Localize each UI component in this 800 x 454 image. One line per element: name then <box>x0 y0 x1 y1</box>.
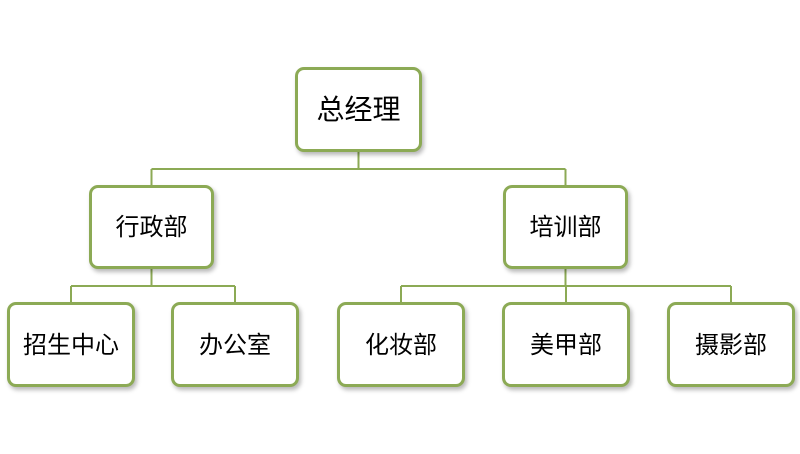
node-label: 摄影部 <box>695 330 767 359</box>
node-enrollment-center: 招生中心 <box>7 302 135 387</box>
node-label: 办公室 <box>199 330 271 359</box>
node-training-department: 培训部 <box>503 185 628 269</box>
node-photography-department: 摄影部 <box>667 302 795 387</box>
node-general-manager: 总经理 <box>295 67 422 152</box>
node-nail-department: 美甲部 <box>502 302 630 387</box>
node-label: 化妆部 <box>365 330 437 359</box>
node-label: 招生中心 <box>23 330 119 359</box>
node-label: 总经理 <box>316 93 401 126</box>
node-office: 办公室 <box>171 302 299 387</box>
node-label: 培训部 <box>529 213 602 241</box>
node-admin-department: 行政部 <box>89 185 214 269</box>
node-label: 美甲部 <box>530 330 602 359</box>
node-label: 行政部 <box>115 213 188 241</box>
node-makeup-department: 化妆部 <box>337 302 465 387</box>
